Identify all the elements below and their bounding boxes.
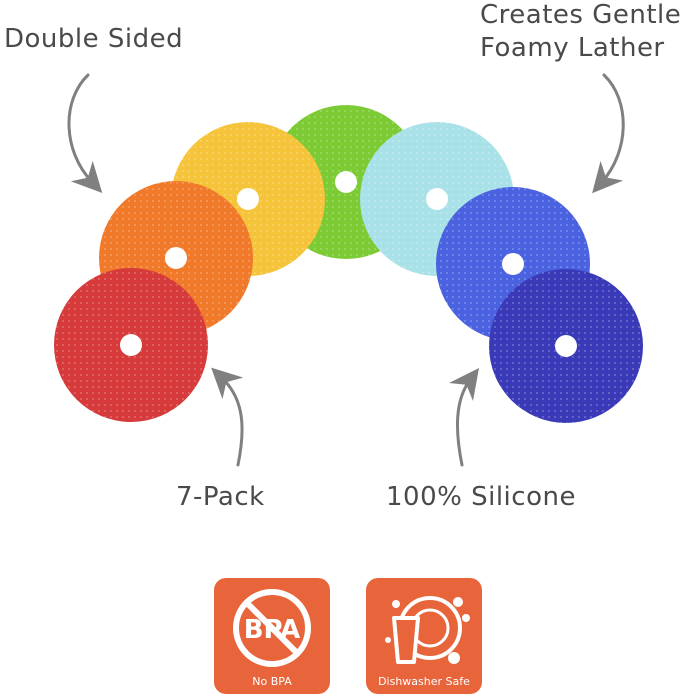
disc-navy [489,269,643,423]
dishwasher-safe-caption: Dishwasher Safe [378,675,470,688]
bpa-text: BPA [244,615,301,645]
arrow-bottom-left [211,367,244,467]
label-double-sided: Double Sided [4,24,184,54]
dishwasher-icon [385,596,470,664]
dishwasher-safe-badge: Dishwasher Safe [366,578,482,694]
arrow-top-right [592,73,625,194]
arrow-bottom-right [449,367,479,467]
no-bpa-icon: BPA [233,589,311,667]
label-creates-gentle: Creates Gentle [480,0,682,30]
label-foamy-lather: Foamy Lather [480,33,665,63]
no-bpa-caption: No BPA [252,675,292,688]
label-silicone: 100% Silicone [386,482,576,512]
arrow-top-left [67,73,103,193]
label-seven-pack: 7-Pack [176,482,265,512]
no-bpa-badge: BPA No BPA [214,578,330,694]
disc-red [54,268,208,422]
